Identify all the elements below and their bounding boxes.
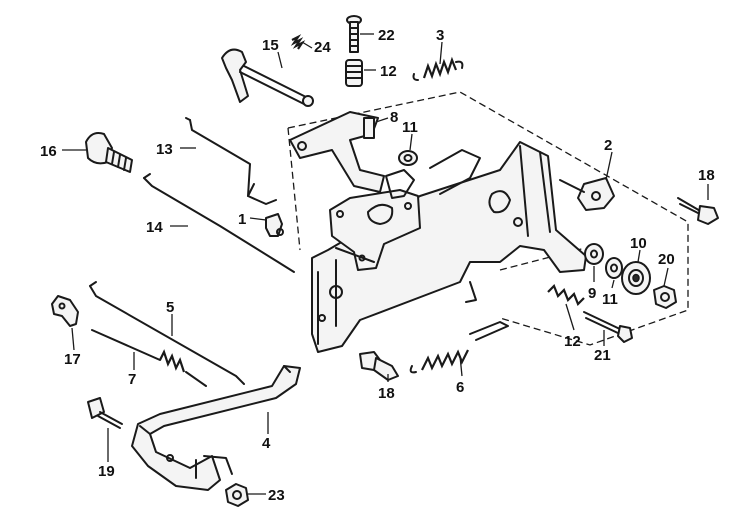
callout-7: 7 — [128, 371, 136, 388]
rod-clip-part[interactable] — [265, 213, 284, 237]
upper-rod-part[interactable] — [185, 117, 277, 205]
callout-4: 4 — [262, 435, 271, 452]
callout-3: 3 — [436, 27, 444, 44]
flange-nut-part[interactable] — [653, 285, 677, 309]
callout-1: 1 — [238, 211, 246, 228]
bolt-lower-part[interactable] — [359, 351, 399, 381]
collar-spring-part[interactable] — [345, 59, 363, 87]
long-bolt-part[interactable] — [583, 311, 633, 343]
callout-12-lower: 12 — [564, 333, 581, 350]
callout-6: 6 — [456, 379, 464, 396]
plate-bolt-part[interactable] — [87, 397, 123, 429]
coil-spring-part[interactable] — [547, 284, 585, 306]
callout-12-upper: 12 — [380, 63, 397, 80]
callout-17: 17 — [64, 351, 81, 368]
leader-lines — [62, 33, 709, 495]
throttle-spring-part[interactable] — [409, 321, 509, 374]
callout-5: 5 — [166, 299, 174, 316]
control-base-plate-part[interactable] — [311, 141, 615, 353]
callout-15: 15 — [262, 37, 279, 54]
spring-rod-part[interactable] — [91, 329, 207, 387]
callout-16: 16 — [40, 143, 57, 160]
governor-arm-part[interactable] — [289, 111, 385, 193]
plain-washer-part[interactable] — [584, 243, 604, 265]
control-knob-part[interactable] — [85, 132, 133, 173]
callout-13: 13 — [156, 141, 173, 158]
callout-18-lower: 18 — [378, 385, 395, 402]
screw-part[interactable] — [346, 15, 362, 53]
return-spring-part[interactable] — [412, 56, 464, 81]
hex-nut-part[interactable] — [225, 483, 249, 507]
cable-clip-part[interactable] — [51, 295, 79, 327]
flange-bolt-part[interactable] — [677, 197, 719, 225]
callout-23: 23 — [268, 487, 285, 504]
callout-24: 24 — [314, 39, 331, 56]
callout-18-right: 18 — [698, 167, 715, 184]
choke-rod-part[interactable] — [143, 173, 295, 273]
callout-11-lower: 11 — [602, 291, 618, 308]
throttle-rod-part[interactable] — [89, 281, 245, 385]
callout-22: 22 — [378, 27, 395, 44]
callout-2: 2 — [604, 137, 612, 154]
assembly-boundary — [287, 91, 689, 346]
spring-washer-part[interactable] — [605, 257, 623, 279]
friction-disc-part[interactable] — [621, 261, 651, 295]
callout-9: 9 — [588, 285, 596, 302]
callout-21: 21 — [594, 347, 611, 364]
control-bracket-part[interactable] — [131, 365, 301, 491]
callout-19: 19 — [98, 463, 115, 480]
governor-bracket — [329, 169, 421, 271]
washer-part[interactable] — [398, 150, 418, 166]
callout-11-upper: 11 — [402, 119, 418, 136]
callout-10: 10 — [630, 235, 647, 252]
callout-20: 20 — [658, 251, 675, 268]
callout-14: 14 — [146, 219, 163, 236]
callout-8: 8 — [390, 109, 398, 126]
control-lever-part[interactable] — [221, 48, 314, 107]
spring-pin-part[interactable] — [290, 34, 306, 50]
